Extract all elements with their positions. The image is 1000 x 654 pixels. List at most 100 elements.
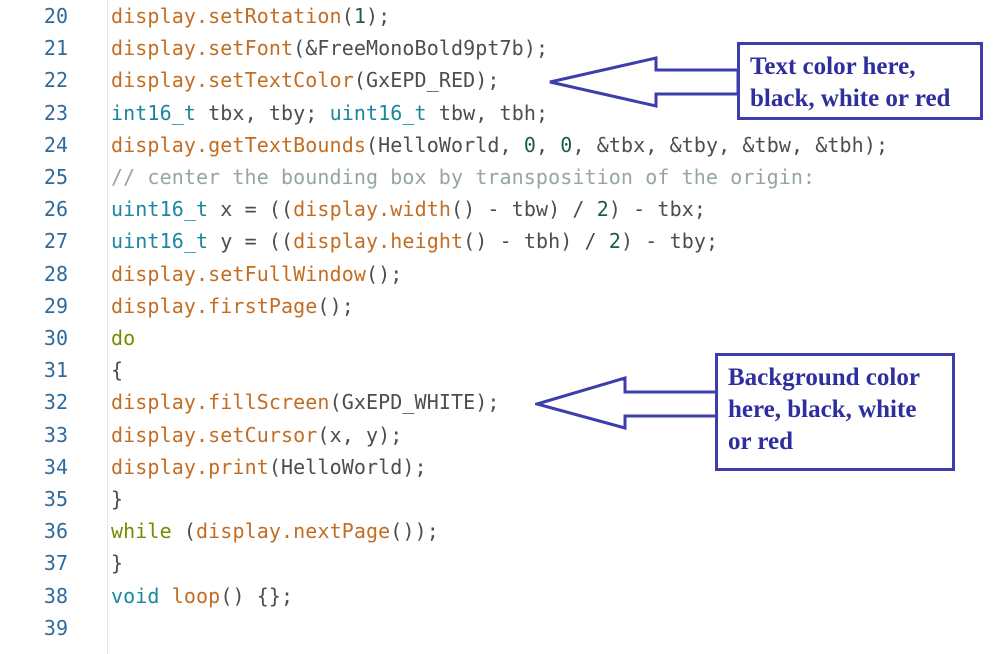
line-number: 25 bbox=[43, 165, 68, 189]
code-token: do bbox=[111, 326, 136, 350]
code-line[interactable]: 24 display.getTextBounds(HelloWorld, 0, 0… bbox=[0, 129, 1000, 161]
line-number: 28 bbox=[43, 261, 68, 286]
code-text[interactable]: display.setFullWindow(); bbox=[111, 260, 402, 288]
code-text[interactable]: display.setFont(&FreeMonoBold9pt7b); bbox=[111, 34, 548, 62]
code-line[interactable]: 22 display.setTextColor(GxEPD_RED); bbox=[0, 64, 1000, 96]
code-token: width bbox=[390, 197, 451, 222]
code-text[interactable]: display.setRotation(1); bbox=[111, 2, 390, 30]
line-number: 20 bbox=[43, 4, 68, 28]
code-text[interactable]: display.setCursor(x, y); bbox=[111, 421, 402, 449]
code-line[interactable]: 33 display.setCursor(x, y); bbox=[0, 419, 1000, 451]
line-number: 33 bbox=[43, 422, 68, 447]
code-token: display. bbox=[293, 229, 391, 254]
code-text[interactable]: display.firstPage(); bbox=[111, 292, 354, 320]
code-token: (HelloWorld); bbox=[268, 454, 427, 479]
code-token: (GxEPD_RED); bbox=[353, 68, 500, 93]
code-line[interactable]: 36 while (display.nextPage()); bbox=[0, 515, 1000, 547]
code-text[interactable]: display.print(HelloWorld); bbox=[111, 453, 427, 481]
line-number: 22 bbox=[43, 68, 68, 93]
code-line[interactable]: 34 display.print(HelloWorld); bbox=[0, 451, 1000, 483]
line-number: 27 bbox=[43, 229, 68, 254]
code-token: (&FreeMonoBold9pt7b); bbox=[293, 36, 549, 61]
code-line[interactable]: 27 uint16_t y = ((display.height() - tbh)… bbox=[0, 225, 1000, 257]
code-line[interactable]: 38 void loop() {}; bbox=[0, 580, 1000, 612]
code-token: ()); bbox=[390, 519, 439, 544]
code-token: while bbox=[111, 519, 172, 544]
code-token: setFullWindow bbox=[208, 261, 366, 286]
line-number: 23 bbox=[43, 100, 68, 125]
code-token: getTextBounds bbox=[208, 132, 366, 157]
code-token: ( bbox=[341, 4, 354, 28]
code-text[interactable]: display.fillScreen(GxEPD_WHITE); bbox=[111, 388, 500, 416]
code-token: (); bbox=[365, 261, 403, 286]
code-line[interactable]: 25 // center the bounding box by transpos… bbox=[0, 161, 1000, 193]
code-line[interactable]: 31{ bbox=[0, 354, 1000, 386]
code-token: () {}; bbox=[220, 583, 294, 608]
code-token: tbx, tby; bbox=[196, 100, 330, 125]
code-text[interactable]: // center the bounding box by transposit… bbox=[111, 163, 815, 191]
code-line[interactable]: 20 display.setRotation(1); bbox=[0, 0, 1000, 32]
code-line[interactable]: 26 uint16_t x = ((display.width() - tbw) … bbox=[0, 193, 1000, 225]
code-token: display. bbox=[111, 132, 209, 157]
line-number: 24 bbox=[43, 132, 68, 157]
code-token: ); bbox=[366, 4, 391, 28]
code-text[interactable]: void loop() {}; bbox=[111, 582, 293, 610]
code-text[interactable]: { bbox=[111, 356, 123, 384]
code-token: loop bbox=[171, 583, 221, 608]
code-token: display. bbox=[111, 4, 209, 28]
line-number: 21 bbox=[43, 36, 68, 61]
line-number: 35 bbox=[43, 487, 68, 511]
code-token: display. bbox=[111, 68, 209, 93]
code-line[interactable]: 35} bbox=[0, 483, 1000, 515]
code-text[interactable]: do bbox=[111, 324, 135, 352]
code-token: setTextColor bbox=[208, 68, 354, 93]
code-line[interactable]: 30 do bbox=[0, 322, 1000, 354]
code-text[interactable]: int16_t tbx, tby; uint16_t tbw, tbh; bbox=[111, 99, 548, 127]
code-text[interactable]: } bbox=[111, 549, 123, 577]
code-line[interactable]: 23 int16_t tbx, tby; uint16_t tbw, tbh; bbox=[0, 97, 1000, 129]
callout-line: or red bbox=[728, 428, 794, 455]
line-number: 38 bbox=[43, 583, 68, 608]
callout-line: Text color here, bbox=[750, 53, 916, 80]
line-number: 34 bbox=[43, 454, 68, 479]
line-number: 39 bbox=[43, 615, 68, 640]
code-token: (); bbox=[317, 293, 354, 318]
code-text[interactable]: } bbox=[111, 485, 123, 513]
code-token: display. bbox=[196, 519, 294, 544]
line-number: 30 bbox=[43, 326, 68, 350]
line-number: 26 bbox=[43, 197, 68, 222]
code-token: ) - tbx; bbox=[608, 197, 706, 222]
code-token: tbw, tbh; bbox=[426, 100, 549, 125]
code-token: uint16_t bbox=[111, 229, 209, 254]
code-token: display. bbox=[111, 36, 209, 61]
code-token: display. bbox=[111, 454, 209, 479]
code-token: uint16_t bbox=[329, 100, 427, 125]
code-token: (HelloWorld, bbox=[365, 132, 524, 157]
code-line[interactable]: 32 display.fillScreen(GxEPD_WHITE); bbox=[0, 386, 1000, 418]
code-text[interactable]: display.getTextBounds(HelloWorld, 0, 0, … bbox=[111, 131, 888, 159]
code-line[interactable]: 28 display.setFullWindow(); bbox=[0, 258, 1000, 290]
code-text[interactable]: uint16_t y = ((display.height() - tbh) /… bbox=[111, 227, 718, 255]
code-token: , bbox=[535, 132, 561, 157]
code-text[interactable]: display.setTextColor(GxEPD_RED); bbox=[111, 66, 500, 94]
code-text[interactable]: while (display.nextPage()); bbox=[111, 517, 439, 545]
code-token: height bbox=[390, 229, 464, 254]
code-token: firstPage bbox=[208, 293, 318, 318]
code-token: ) - tby; bbox=[621, 229, 719, 254]
code-token: nextPage bbox=[293, 519, 391, 544]
code-token: display. bbox=[111, 390, 209, 415]
code-text[interactable]: uint16_t x = ((display.width() - tbw) / … bbox=[111, 195, 706, 223]
callout-line: black, white or red bbox=[750, 85, 951, 112]
code-line[interactable]: 39 bbox=[0, 612, 1000, 644]
line-number: 32 bbox=[43, 390, 68, 415]
gutter-divider bbox=[107, 0, 108, 654]
code-line[interactable]: 21 display.setFont(&FreeMonoBold9pt7b); bbox=[0, 32, 1000, 64]
line-number: 36 bbox=[43, 519, 68, 544]
code-token: // center the bounding box by transposit… bbox=[111, 165, 816, 189]
arrow-left-icon bbox=[535, 376, 719, 430]
code-line[interactable]: 37} bbox=[0, 547, 1000, 579]
code-token: () - tbh) / bbox=[463, 229, 609, 254]
arrow-left-icon bbox=[549, 56, 740, 108]
